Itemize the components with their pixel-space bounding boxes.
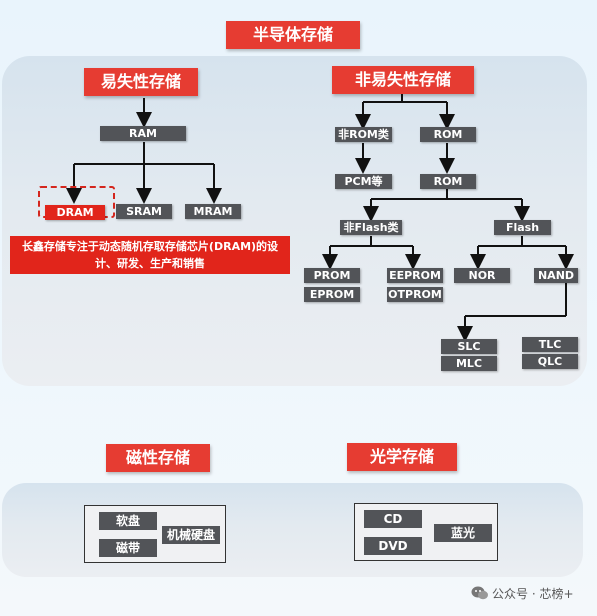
- node-sram: SRAM: [116, 204, 172, 219]
- node-mlc: MLC: [441, 356, 497, 371]
- node-cd: CD: [364, 510, 422, 528]
- dram-note-line2: 计、研发、生产和销售: [95, 257, 205, 270]
- node-floppy: 软盘: [99, 512, 157, 530]
- node-tape: 磁带: [99, 539, 157, 557]
- dram-note: 长鑫存储专注于动态随机存取存储芯片(DRAM)的设 计、研发、生产和销售: [10, 236, 290, 274]
- volatile-title: 易失性存储: [84, 68, 198, 96]
- node-hdd: 机械硬盘: [162, 526, 220, 544]
- optical-title: 光学存储: [347, 443, 457, 471]
- node-eprom: EPROM: [304, 287, 360, 302]
- node-otprom: OTPROM: [387, 287, 443, 302]
- node-dram: DRAM: [45, 205, 105, 220]
- node-non-flash: 非Flash类: [340, 220, 402, 235]
- nonvolatile-title: 非易失性存储: [332, 66, 474, 94]
- node-qlc: QLC: [522, 354, 578, 369]
- node-pcm: PCM等: [335, 174, 392, 189]
- node-slc: SLC: [441, 339, 497, 354]
- node-ram: RAM: [100, 126, 186, 141]
- node-rom2: ROM: [420, 174, 476, 189]
- node-nand: NAND: [534, 268, 578, 283]
- node-mram: MRAM: [185, 204, 241, 219]
- dram-note-line1: 长鑫存储专注于动态随机存取存储芯片(DRAM)的设: [21, 240, 279, 253]
- page-title: 半导体存储: [226, 21, 360, 49]
- node-dvd: DVD: [364, 537, 422, 555]
- node-nor: NOR: [454, 268, 510, 283]
- wechat-icon: [471, 586, 488, 600]
- node-non-rom: 非ROM类: [335, 127, 392, 142]
- node-prom: PROM: [304, 268, 360, 283]
- semiconductor-panel: [2, 56, 587, 386]
- node-rom: ROM: [420, 127, 476, 142]
- magnetic-title: 磁性存储: [106, 444, 210, 472]
- node-flash: Flash: [494, 220, 551, 235]
- node-eeprom: EEPROM: [387, 268, 443, 283]
- node-tlc: TLC: [522, 337, 578, 352]
- node-bluray: 蓝光: [434, 524, 492, 542]
- watermark: 公众号 · 芯榜+: [492, 587, 574, 601]
